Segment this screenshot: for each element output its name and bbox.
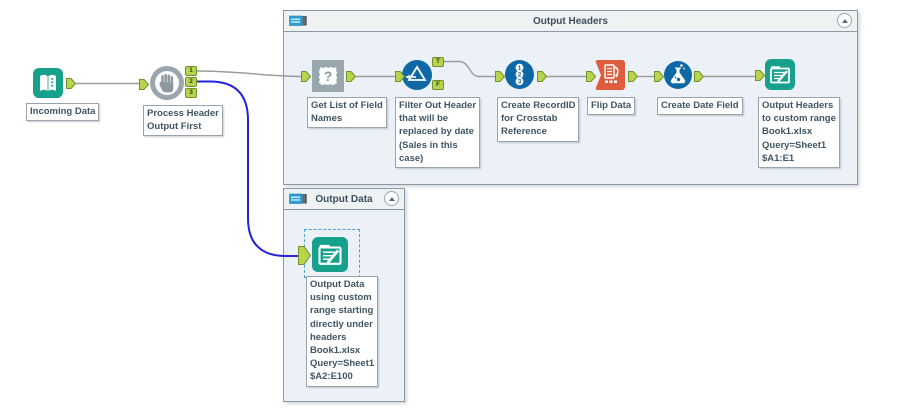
field-info-input-anchor[interactable]	[301, 71, 311, 82]
svg-text:2: 2	[518, 73, 522, 79]
tool-annotation: Incoming Data	[26, 103, 100, 122]
tool-annotation: Get List of Field Names	[307, 97, 387, 129]
collapse-button[interactable]	[837, 13, 852, 28]
tool-annotation: Create RecordID for Crosstab Reference	[497, 97, 580, 142]
flask-icon	[670, 64, 686, 84]
transpose-input-anchor[interactable]	[586, 71, 596, 82]
formula-output-anchor[interactable]	[694, 71, 704, 82]
record-id-tool[interactable]: 1 2 3	[505, 60, 534, 89]
record-id-output-anchor[interactable]	[537, 71, 547, 82]
tool-annotation: Output Headers to custom range Book1.xls…	[758, 97, 840, 169]
open-book-icon	[40, 74, 56, 91]
tool-container-icon	[289, 193, 307, 204]
wire-block2-to-outputdata[interactable]	[196, 80, 298, 257]
svg-text:1: 1	[518, 66, 522, 72]
tool-annotation: Output Data using custom range starting …	[306, 276, 379, 387]
filter-false-anchor[interactable]: F	[432, 80, 444, 90]
container-output-data-titlebar[interactable]: Output Data	[284, 189, 404, 210]
filter-true-anchor[interactable]: T	[432, 57, 444, 67]
transpose-table-icon	[604, 64, 619, 83]
block-output-anchor-3[interactable]: 3	[185, 88, 197, 98]
formula-input-anchor[interactable]	[654, 71, 664, 82]
block-input-anchor[interactable]	[139, 79, 149, 90]
block-until-done-tool[interactable]	[150, 66, 184, 100]
gear-circle	[155, 71, 179, 95]
output-data-tool[interactable]	[312, 237, 348, 272]
container-title: Output Headers	[532, 15, 608, 27]
output-headers-input-anchor[interactable]	[755, 70, 765, 81]
tool-annotation: Create Date Field	[657, 97, 743, 116]
question-mark-icon: ?	[319, 67, 337, 85]
block-output-anchor-2[interactable]: 2	[185, 77, 197, 87]
container-title: Output Data	[315, 193, 373, 205]
wire-filter-true-to-recordid[interactable]	[443, 60, 495, 78]
filter-funnel-icon	[406, 65, 427, 81]
input-data-tool[interactable]	[33, 68, 63, 98]
write-document-icon	[318, 244, 342, 265]
field-info-output-anchor[interactable]	[346, 71, 356, 82]
block-output-anchor-1[interactable]: 1	[185, 66, 197, 76]
tool-container-icon	[289, 15, 307, 26]
collapse-button[interactable]	[384, 191, 399, 206]
tool-annotation: Process Header Output First	[143, 105, 223, 137]
filter-input-anchor[interactable]	[395, 71, 405, 82]
formula-tool[interactable]	[664, 61, 692, 89]
record-id-input-anchor[interactable]	[495, 71, 505, 82]
tool-annotation: Filter Out Header that will be replaced …	[395, 97, 481, 169]
output-headers-tool[interactable]	[765, 59, 795, 90]
write-document-icon	[770, 66, 790, 84]
svg-text:3: 3	[518, 80, 522, 86]
transpose-output-anchor[interactable]	[628, 71, 638, 82]
tool-annotation: Flip Data	[587, 97, 636, 116]
hand-stop-icon	[159, 74, 174, 93]
incoming-data-output-anchor[interactable]	[66, 78, 76, 89]
wire-block1-to-fieldinfo[interactable]	[195, 70, 302, 78]
caret-up-icon	[388, 196, 395, 201]
filter-tool[interactable]	[402, 60, 432, 90]
output-data-input-anchor[interactable]	[298, 246, 311, 265]
container-output-headers-titlebar[interactable]: Output Headers	[284, 11, 857, 32]
field-info-tool[interactable]: ?	[312, 60, 344, 92]
numbered-list-icon: 1 2 3	[515, 63, 524, 86]
caret-up-icon	[841, 18, 848, 23]
